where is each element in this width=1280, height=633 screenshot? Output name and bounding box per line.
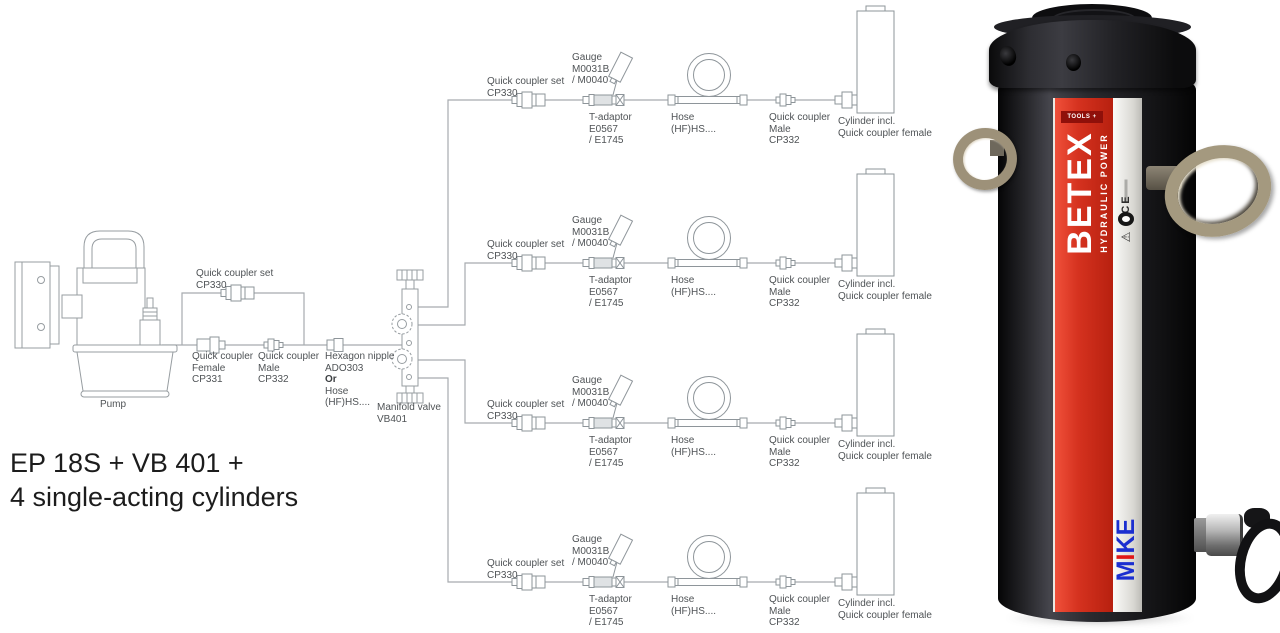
brand-tagline: HYDRAULIC POWER bbox=[1099, 133, 1109, 253]
branch-row: Quick coupler set CP330 Gauge M0031B / M… bbox=[0, 163, 960, 323]
branch-row: Quick coupler set CP330 Gauge M0031B / M… bbox=[0, 0, 960, 160]
cert-ring-icon bbox=[1118, 212, 1134, 226]
pump-drawing bbox=[14, 230, 178, 398]
mike-logo-i: I bbox=[1112, 553, 1140, 561]
coupler-female-label: Quick coupler Female CP331 bbox=[192, 351, 254, 385]
branch-cylinder-label: Cylinder incl. Quick coupler female bbox=[838, 116, 932, 139]
branch-hose-label: Hose (HF)HS.... bbox=[671, 112, 716, 135]
branch-coupler-set-label: Quick coupler set CP330 bbox=[487, 558, 565, 581]
coupler-male-label: Quick coupler Male CP332 bbox=[258, 351, 320, 385]
branch-coupler-male-label: Quick coupler Male CP332 bbox=[769, 435, 831, 469]
pump-label-text: Pump bbox=[99, 399, 127, 410]
branch-gauge-label: Gauge M0031B / M0040 bbox=[572, 375, 610, 409]
branch-cylinder-label: Cylinder incl. Quick coupler female bbox=[838, 439, 932, 462]
manifold-valve-icon bbox=[391, 269, 424, 404]
tools-plus-badge: TOOLS + bbox=[1061, 111, 1103, 123]
caption-line-2: 4 single-acting cylinders bbox=[10, 482, 299, 512]
decal-white-stripe bbox=[1113, 98, 1142, 612]
caption-line-1: EP 18S + VB 401 + bbox=[10, 448, 244, 478]
hydraulic-port-collar bbox=[1194, 518, 1208, 552]
branch-gauge-label: Gauge M0031B / M0040 bbox=[572, 534, 610, 568]
cylinder-photo: TOOLS + BETEX HYDRAULIC POWER CE ⚠ MIKE bbox=[947, 0, 1280, 633]
quick-coupler-female-icon bbox=[196, 336, 226, 354]
hose-lines bbox=[162, 99, 857, 583]
branch-t-adaptor-label: T-adaptor E0567 / E1745 bbox=[589, 275, 632, 309]
branch-hose-label: Hose (HF)HS.... bbox=[671, 275, 716, 298]
branch-row: Quick coupler set CP330 Gauge M0031B / M… bbox=[0, 482, 960, 633]
dust-cap bbox=[1244, 508, 1270, 528]
decal-red-stripe bbox=[1053, 98, 1113, 612]
branch-row: Quick coupler set CP330 Gauge M0031B / M… bbox=[0, 323, 960, 483]
branch-hose-label: Hose (HF)HS.... bbox=[671, 594, 716, 617]
hexagon-nipple-icon bbox=[326, 338, 344, 352]
hexagon-nipple-label: Hexagon nipple ADO303 Or Hose (HF)HS.... bbox=[325, 351, 395, 408]
eyebolt-right-shank bbox=[1146, 166, 1182, 190]
branch-cylinder-label: Cylinder incl. Quick coupler female bbox=[838, 279, 932, 302]
branch-coupler-set-label: Quick coupler set CP330 bbox=[487, 76, 565, 99]
branch-coupler-set-label: Quick coupler set CP330 bbox=[487, 399, 565, 422]
caption: EP 18S + VB 401 + 4 single-acting cylind… bbox=[10, 446, 298, 514]
mike-logo: MIKE bbox=[1112, 506, 1140, 594]
warning-triangle-icon: ⚠ bbox=[1119, 231, 1133, 243]
branch-t-adaptor-label: T-adaptor E0567 / E1745 bbox=[589, 435, 632, 469]
branch-t-adaptor-label: T-adaptor E0567 / E1745 bbox=[589, 594, 632, 628]
cylinder-cap bbox=[989, 20, 1196, 88]
hydraulic-port bbox=[1206, 514, 1243, 556]
brand-logo-text: BETEX bbox=[1061, 131, 1099, 255]
hydraulic-schematic bbox=[14, 0, 960, 633]
eyebolt-left-shank bbox=[990, 140, 1004, 156]
branch-coupler-set-label: Quick coupler set CP330 bbox=[487, 239, 565, 262]
branch-coupler-male-label: Quick coupler Male CP332 bbox=[769, 112, 831, 146]
mike-logo-ke: KE bbox=[1112, 518, 1140, 554]
coupler-set-label: Quick coupler set CP330 bbox=[196, 268, 274, 291]
pump-label: Pump bbox=[88, 399, 138, 411]
branch-coupler-male-label: Quick coupler Male CP332 bbox=[769, 594, 831, 628]
mike-logo-m: M bbox=[1112, 560, 1140, 582]
branch-t-adaptor-label: T-adaptor E0567 / E1745 bbox=[589, 112, 632, 146]
branch-hose-label: Hose (HF)HS.... bbox=[671, 435, 716, 458]
pump-line-couplers bbox=[196, 284, 344, 354]
branch-gauge-label: Gauge M0031B / M0040 bbox=[572, 215, 610, 249]
manifold-valve-label: Manifold valve VB401 bbox=[377, 402, 441, 425]
cap-hole bbox=[1066, 54, 1081, 71]
branch-gauge-label: Gauge M0031B / M0040 bbox=[572, 52, 610, 86]
betex-decal: TOOLS + BETEX HYDRAULIC POWER CE ⚠ MIKE bbox=[1053, 98, 1142, 612]
branch-coupler-male-label: Quick coupler Male CP332 bbox=[769, 275, 831, 309]
branch-cylinder-label: Cylinder incl. Quick coupler female bbox=[838, 598, 932, 621]
